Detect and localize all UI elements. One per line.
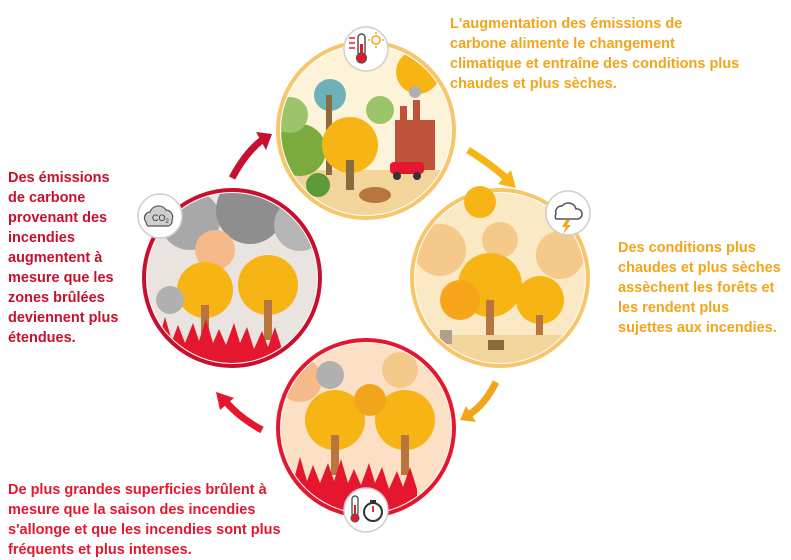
scene-larger-fires [276, 338, 456, 533]
thermometer-sun-badge [343, 26, 389, 72]
scene-climate-emissions [276, 26, 456, 220]
caption-fire-emissions: Des émissions de carbone provenant des i… [8, 170, 119, 346]
sun-icon [464, 186, 496, 218]
thermometer-stopwatch-icon [350, 495, 383, 523]
small-sun-icon [368, 32, 384, 48]
lightning-cloud-icon [554, 202, 583, 234]
car-icon [390, 162, 424, 174]
scene-dry-forests [410, 186, 591, 368]
co2-label: CO2 [152, 213, 170, 225]
arrow-bottom-to-left [216, 392, 264, 434]
arrow-left-to-top [228, 132, 272, 180]
arrow-top-to-right [466, 147, 516, 188]
caption-dry-forests: Des conditions plus chaudes et plus sèch… [618, 240, 781, 336]
factory-icon [395, 120, 435, 170]
storm-badge [545, 190, 591, 236]
thermometer-icon [349, 33, 368, 64]
caption-climate-emissions: L'augmentation des émissions de carbone … [450, 16, 740, 92]
scene-fire-emissions: CO2 [137, 188, 322, 368]
arrow-right-to-bottom [460, 380, 500, 422]
cloud-icon [143, 205, 174, 227]
caption-larger-fires: De plus grandes superficies brûlent à me… [8, 482, 281, 558]
